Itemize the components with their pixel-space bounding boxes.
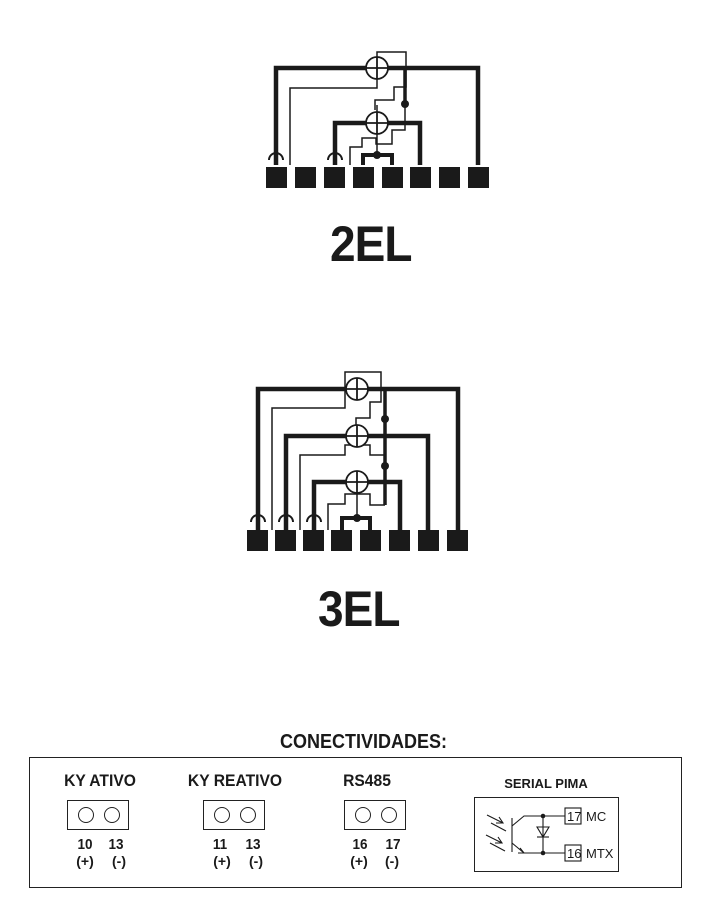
rs485-pin-number: 17 [385, 836, 401, 853]
ky-reativo-polarity: (+) [213, 853, 231, 869]
current-path-2 [349, 104, 406, 165]
rs485-pin-number: 16 [352, 836, 368, 853]
ky-ativo-terminal-block [67, 800, 129, 830]
coil-symbol-2 [365, 111, 389, 135]
terminal-hole [104, 807, 120, 823]
pima-pin-number: 17 [567, 809, 581, 824]
diagram-label-2el: 2EL [330, 216, 413, 272]
pima-pin-number: 16 [567, 846, 581, 861]
ky-reativo-pin-number: 13 [245, 836, 261, 853]
ky-ativo-label: KY ATIVO [64, 771, 136, 790]
terminal-hole [240, 807, 256, 823]
coil-symbol-c [345, 470, 369, 494]
diagram-label-3el: 3EL [318, 581, 401, 637]
ky-reativo-pin-number: 11 [212, 836, 228, 853]
coil-symbol-b [345, 424, 369, 448]
terminal-hole [381, 807, 397, 823]
ky-reativo-label: KY REATIVO [187, 771, 283, 790]
terminal-row-3el [247, 530, 468, 551]
coil-symbol-a [345, 377, 369, 401]
ky-reativo-terminal-block [203, 800, 265, 830]
terminal-row-2el [266, 167, 489, 188]
terminal-hole [78, 807, 94, 823]
serial-pima-panel [474, 797, 619, 872]
connectivity-panel [29, 757, 682, 888]
rs485-label: RS485 [343, 771, 391, 790]
ky-ativo-polarity: (+) [76, 853, 94, 869]
pima-pin-name: MC [586, 809, 606, 824]
ky-ativo-polarity: (-) [112, 853, 126, 869]
wiring-diagram-3el [247, 371, 468, 551]
ky-reativo-polarity: (-) [249, 853, 263, 869]
rs485-polarity: (+) [350, 853, 368, 869]
terminal-hole [355, 807, 371, 823]
wiring-diagram-2el [266, 51, 489, 188]
pima-pin-name: MTX [586, 846, 614, 861]
rs485-terminal-block [344, 800, 406, 830]
terminal-hole [214, 807, 230, 823]
current-path-a [271, 371, 382, 530]
ky-ativo-pin-number: 10 [77, 836, 93, 853]
ky-ativo-pin-number: 13 [108, 836, 124, 853]
rs485-polarity: (-) [385, 853, 399, 869]
coil-symbol-1 [365, 56, 389, 80]
serial-pima-label: SERIAL PIMA [504, 776, 588, 791]
current-path-c [327, 493, 385, 530]
connectivity-title: CONECTIVIDADES: [279, 731, 448, 753]
